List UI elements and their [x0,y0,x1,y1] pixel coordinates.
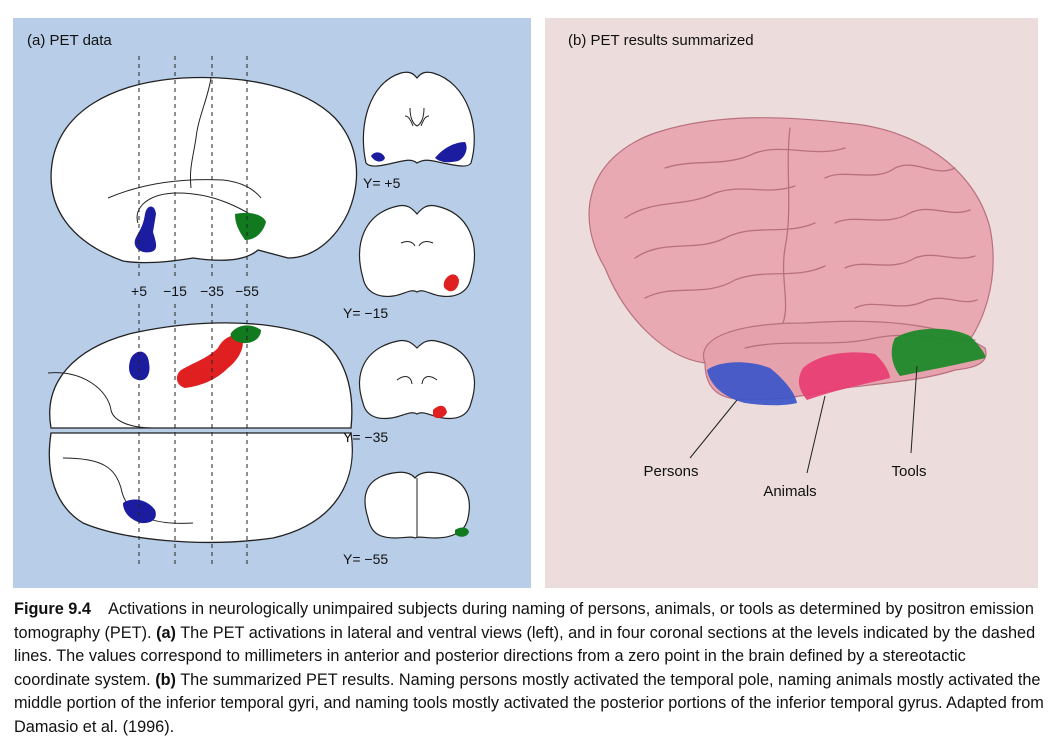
figure-number: Figure 9.4 [14,600,91,618]
panel-pet-results: (b) PET results summarized Persons Anim [545,18,1038,588]
brain-cerebrum [588,117,994,364]
region-tools [891,328,986,376]
ventral-activation-animals [176,335,243,388]
coronal-section-minus35 [359,339,475,420]
section-label-minus15: Y= −15 [343,305,388,321]
caption-text-1: Activations in neurologically unimpaired… [14,600,1034,642]
lateral-activation-tools [235,212,266,240]
leader-tools [910,365,918,454]
summary-brain-figure: Persons Animals Tools [588,117,994,500]
level-label-minus15: −15 [163,283,187,299]
lateral-brain-outline [50,76,358,264]
panel-a-title: (a) PET data [27,32,112,49]
region-animals [798,352,890,400]
ventral-inner-curve-lower [62,457,194,524]
ventral-activation-tools [230,325,261,344]
ventral-activation-persons-lower [123,499,156,524]
sylvian-fissure [107,179,262,199]
label-persons: Persons [643,463,698,480]
coronal-section-minus15 [359,204,475,298]
pet-data-figure: +5 −15 −35 −55 Y= +5 Y= −15 Y= −35 Y= −5… [47,56,475,568]
coronal-section-plus5 [362,71,475,167]
coronal-ventricles-3 [396,376,438,385]
caption-bold-b: (b) [155,670,176,689]
panel-pet-data: (a) PET data +5 −15 −35 −55 Y= +5 [13,18,531,588]
ventral-inner-curve-upper [47,372,154,429]
label-tools: Tools [891,463,926,480]
coronal-activation-tools-minus55 [455,527,469,537]
coronal-ventricles-2 [400,241,434,247]
leader-persons [689,399,738,459]
coronal-activation-animals-minus35 [433,405,447,419]
coronal-activation-tools-plus5 [435,142,467,163]
caption-text-2: The PET activations in lateral and ventr… [14,623,1036,689]
label-animals: Animals [763,483,816,500]
caption-bold-a: (a) [156,623,176,642]
level-label-minus35: −35 [200,283,224,299]
ventral-activation-persons-upper [129,351,150,381]
ventral-brain-lower [48,432,353,544]
section-label-plus5: Y= +5 [363,175,401,191]
central-sulcus [190,77,212,189]
section-label-minus35: Y= −35 [343,429,388,445]
coronal-activation-animals-minus15 [443,274,459,292]
coronal-ventricles-1 [404,107,430,127]
lateral-activation-persons [134,206,157,253]
coronal-activation-persons-plus5 [371,152,385,162]
leader-animals [806,395,826,474]
caption-text-3: The summarized PET results. Naming perso… [14,670,1044,736]
region-persons [707,362,797,406]
figure-caption: Figure 9.4 Activations in neurologically… [14,598,1044,739]
level-label-plus5: +5 [131,283,147,299]
level-label-minus55: −55 [235,283,259,299]
section-label-minus55: Y= −55 [343,551,388,567]
panel-b-title: (b) PET results summarized [568,32,754,49]
